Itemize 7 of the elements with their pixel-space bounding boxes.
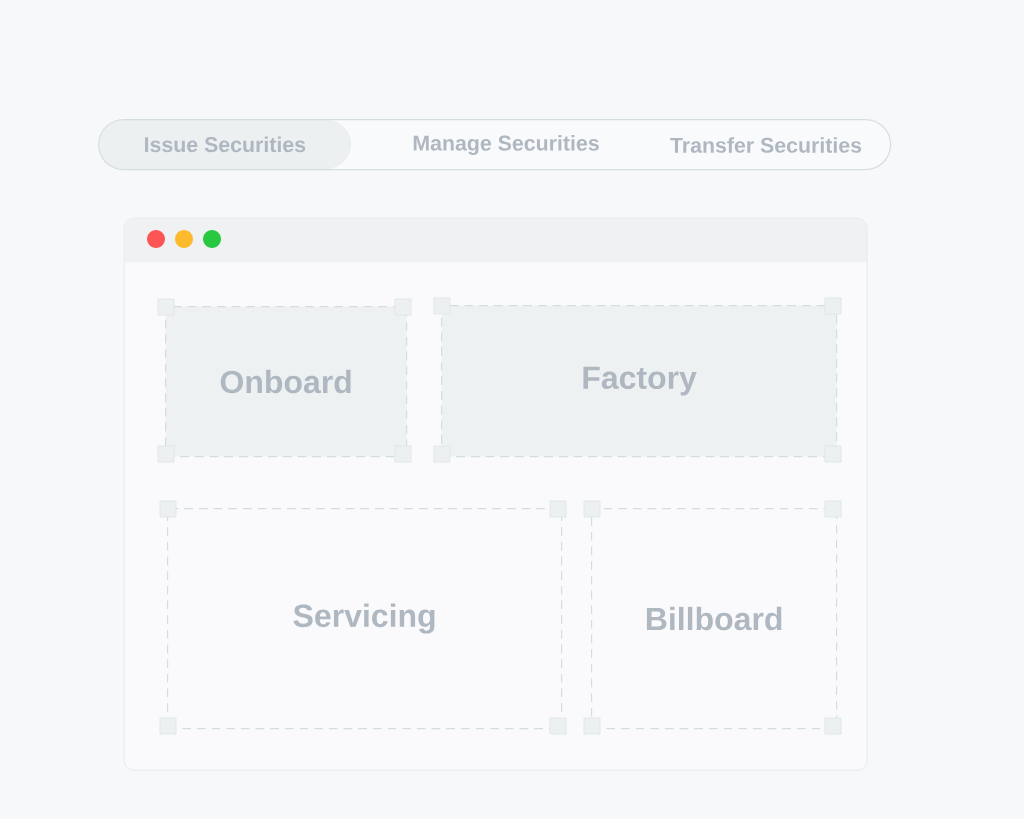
tab-label: Manage Securities [413, 135, 599, 155]
dashed-box: Onboard [165, 306, 408, 458]
selected-tab: Issue Securities [99, 120, 351, 169]
dashed-box: Billboard [591, 508, 838, 730]
tab-label: Transfer Securities [670, 137, 862, 153]
dashed-box: Servicing [167, 508, 563, 730]
dashed-box: Factory [441, 305, 838, 458]
